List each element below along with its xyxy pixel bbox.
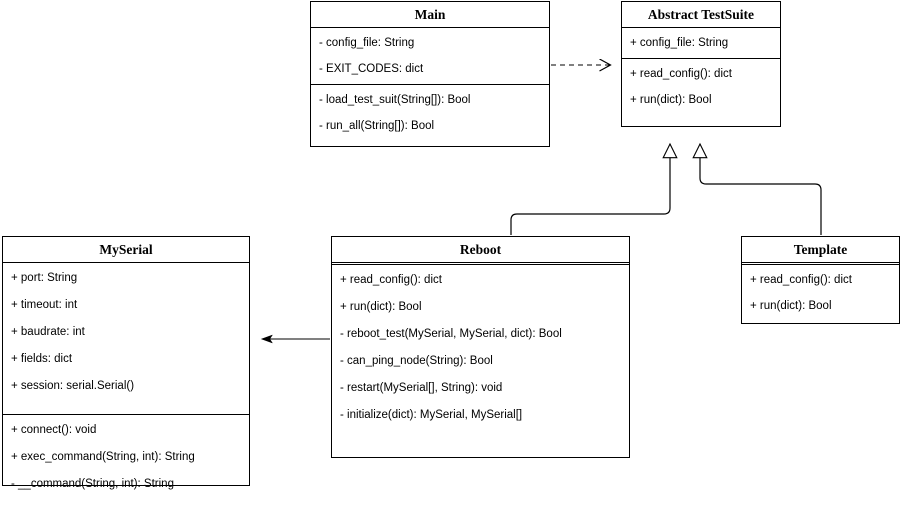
class-methods-myserial: + connect(): void + exec_command(String,… [3, 415, 249, 512]
class-member: - initialize(dict): MySerial, MySerial[] [340, 409, 523, 421]
class-title-reboot: Reboot [332, 237, 629, 263]
class-member: + session: serial.Serial() [11, 380, 135, 392]
class-member: - __command(String, int): String [11, 478, 174, 490]
class-member: - restart(MySerial[], String): void [340, 382, 503, 394]
class-methods-template: + read_config(): dict + run(dict): Bool [742, 265, 899, 321]
class-member: + fields: dict [11, 353, 73, 365]
class-member: + run(dict): Bool [750, 300, 832, 312]
class-member: + exec_command(String, int): String [11, 451, 195, 463]
class-member: - load_test_suit(String[]): Bool [319, 94, 471, 106]
class-member: - run_all(String[]): Bool [319, 120, 435, 132]
class-methods-main: - load_test_suit(String[]): Bool - run_a… [311, 85, 549, 141]
class-member: + run(dict): Bool [630, 94, 712, 106]
class-member: + run(dict): Bool [340, 301, 422, 313]
class-box-main[interactable]: Main - config_file: String - EXIT_CODES:… [310, 1, 550, 147]
class-member: + timeout: int [11, 299, 78, 311]
class-member: + connect(): void [11, 424, 97, 436]
class-methods-abstract-testsuite: + read_config(): dict + run(dict): Bool [622, 59, 780, 115]
class-attributes-reboot [332, 263, 629, 265]
diagram-connector-layer: Abstract TestSuite : dependency (dashed,… [0, 0, 822, 489]
class-box-template[interactable]: Template + read_config(): dict + run(dic… [741, 236, 900, 324]
class-attributes-main: - config_file: String - EXIT_CODES: dict [311, 28, 549, 85]
class-box-abstract-testsuite[interactable]: Abstract TestSuite + config_file: String… [621, 1, 781, 127]
connector-template-to-testsuite [692, 142, 822, 235]
class-title-template: Template [742, 237, 899, 263]
class-attributes-myserial: + port: String + timeout: int + baudrate… [3, 263, 249, 415]
connector-reboot-to-testsuite [510, 142, 678, 235]
class-member: + baudrate: int [11, 326, 85, 338]
class-box-reboot[interactable]: Reboot + read_config(): dict + run(dict)… [331, 236, 630, 458]
class-member: - EXIT_CODES: dict [319, 63, 424, 75]
class-member: + read_config(): dict [340, 274, 442, 286]
class-title-myserial: MySerial [3, 237, 249, 263]
class-title-main: Main [311, 2, 549, 28]
class-attributes-abstract-testsuite: + config_file: String [622, 28, 780, 59]
class-member: - reboot_test(MySerial, MySerial, dict):… [340, 328, 562, 340]
class-member: + config_file: String [630, 37, 729, 49]
class-member: + read_config(): dict [630, 68, 732, 80]
class-member: + port: String [11, 272, 78, 284]
class-attributes-template [742, 263, 899, 265]
class-member: + read_config(): dict [750, 274, 852, 286]
class-methods-reboot: + read_config(): dict + run(dict): Bool … [332, 265, 629, 443]
class-box-myserial[interactable]: MySerial + port: String + timeout: int +… [2, 236, 250, 490]
class-member: - config_file: String [319, 37, 415, 49]
class-member: - can_ping_node(String): Bool [340, 355, 493, 367]
class-title-abstract-testsuite: Abstract TestSuite [622, 2, 780, 28]
